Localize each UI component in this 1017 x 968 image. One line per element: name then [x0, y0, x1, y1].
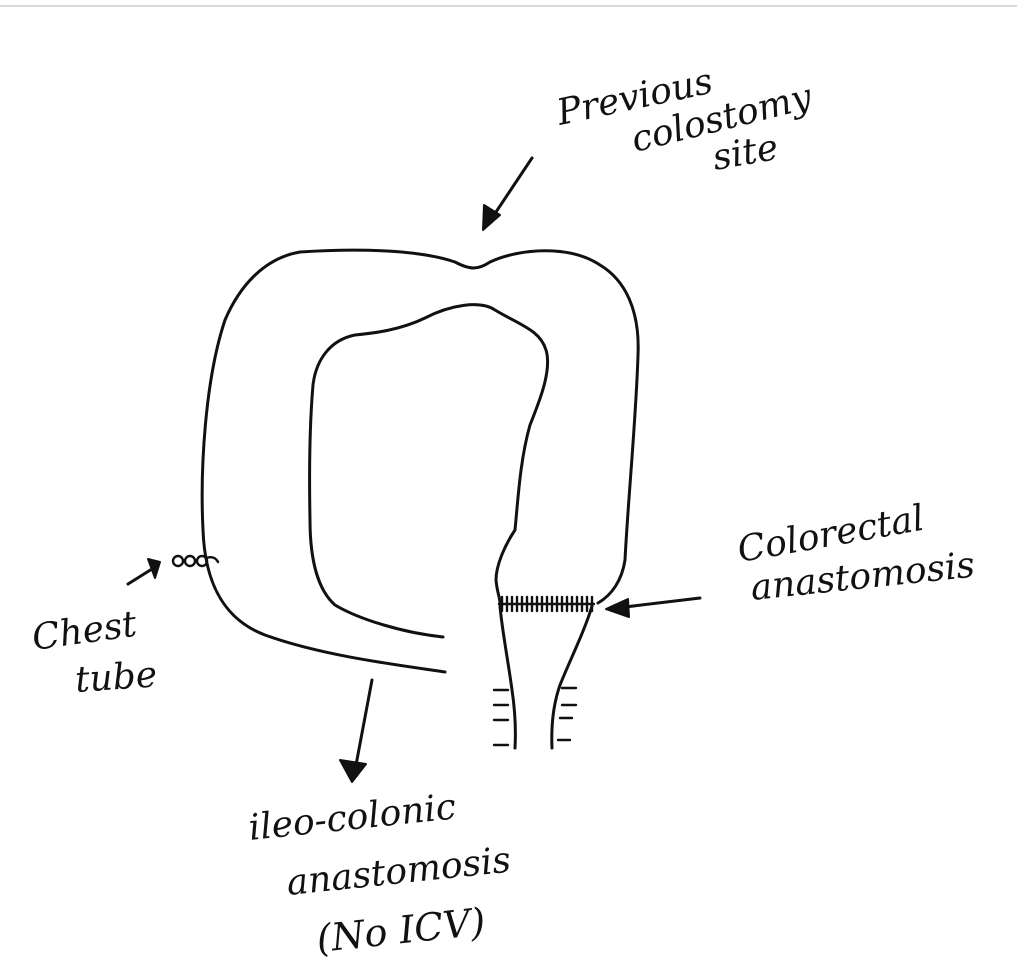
rectum-right-wall [552, 606, 592, 748]
arrow-previous-colostomy [483, 158, 532, 230]
svg-text:Chest: Chest [30, 604, 140, 659]
label-colorectal-anastomosis: Colorectal anastomosis [734, 498, 976, 609]
label-ileo-colonic-anastomosis: ileo-colonic anastomosis (No ICV) [247, 786, 513, 961]
svg-text:anastomosis: anastomosis [285, 840, 513, 904]
label-chest-tube: Chest tube [30, 604, 159, 701]
label-previous-colostomy-site: Previous colostomy site [552, 61, 816, 179]
bowel-loop-inner [310, 305, 548, 637]
arrow-colorectal-anastomosis [606, 598, 700, 617]
chest-tube-marker [128, 556, 218, 584]
arrow-ileo-colonic [340, 680, 372, 782]
svg-text:(No ICV): (No ICV) [314, 899, 487, 960]
svg-text:ileo-colonic: ileo-colonic [247, 786, 458, 849]
rectum-hatch-marks [494, 688, 576, 745]
svg-text:tube: tube [74, 654, 159, 701]
rectum-left-wall [500, 606, 515, 748]
